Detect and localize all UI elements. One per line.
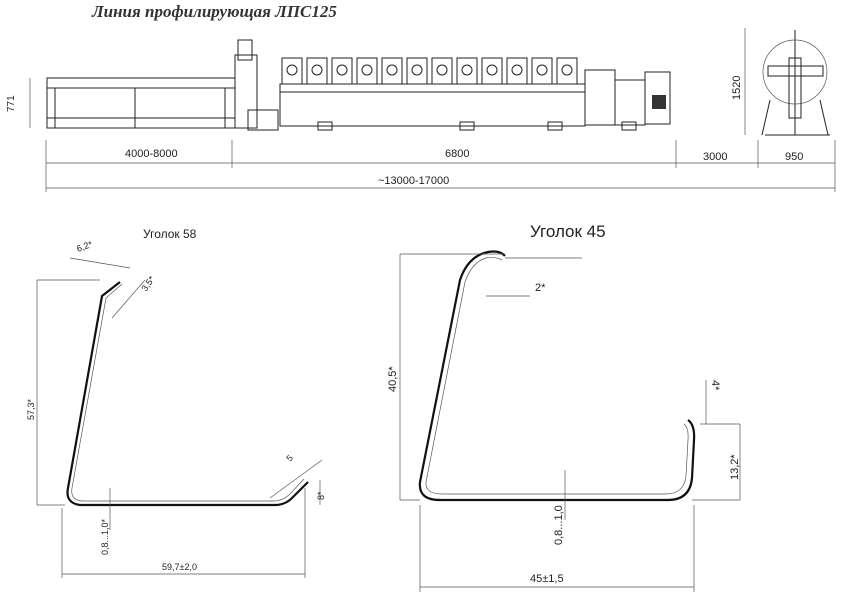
forming-stand <box>406 57 428 85</box>
dim-decoiler: 950 <box>785 151 803 163</box>
ugolok45-dim-132: 13,2* <box>729 454 741 480</box>
ugolok45-dim-thickness: 0,8...1,0 <box>553 505 565 545</box>
forming-stand <box>556 57 578 85</box>
dim-total-length: ~13000-17000 <box>378 175 449 187</box>
forming-stand <box>506 57 528 85</box>
ugolok45-dim-width: 45±1,5 <box>530 573 564 585</box>
ugolok45-dim-height: 40,5* <box>387 366 399 392</box>
ugolok58-profile <box>66 281 309 507</box>
ugolok58-dim-35: 3,5* <box>139 274 157 293</box>
dim-main-length: 6800 <box>445 148 469 160</box>
forming-stand <box>531 57 553 85</box>
forming-roll <box>536 64 548 76</box>
forming-stand <box>306 57 328 85</box>
dim-height-left: 771 <box>6 95 17 112</box>
forming-roll <box>486 64 498 76</box>
forming-roll <box>311 64 323 76</box>
forming-stand <box>281 57 303 85</box>
dim-gap: 3000 <box>703 151 727 163</box>
line-title: Линия профилирующая ЛПС125 <box>91 2 337 21</box>
forming-stand <box>431 57 453 85</box>
forming-stand <box>381 57 403 85</box>
ugolok58-dim-width: 59,7±2,0 <box>162 562 197 572</box>
profile-ugolok-58: Уголок 58 57,3* 6,2* 3,5* 5 8* 0,8...1,0… <box>26 227 326 578</box>
ugolok45-title: Уголок 45 <box>530 222 606 241</box>
production-line-drawing <box>46 30 830 136</box>
forming-stand <box>356 57 378 85</box>
ugolok45-dim-4: 4* <box>709 380 721 391</box>
forming-roll <box>286 64 298 76</box>
ugolok58-dim-thickness: 0,8...1,0* <box>100 518 110 555</box>
forming-roll <box>436 64 448 76</box>
ugolok58-dim-62: 6,2* <box>75 239 94 254</box>
forming-roll <box>361 64 373 76</box>
forming-roll <box>386 64 398 76</box>
forming-roll <box>461 64 473 76</box>
forming-roll <box>336 64 348 76</box>
ugolok58-dim-height: 57,3* <box>26 398 36 420</box>
ugolok45-profile <box>418 250 696 502</box>
ugolok58-dim-8: 8* <box>316 491 326 500</box>
dim-height-right: 1520 <box>731 76 743 100</box>
forming-roll <box>411 64 423 76</box>
dim-feed-length: 4000-8000 <box>125 148 178 160</box>
forming-stand <box>331 57 353 85</box>
line-dimensions: 771 1520 4000-8000 6800 3000 950 ~13000-… <box>6 28 836 192</box>
ugolok58-title: Уголок 58 <box>143 227 197 241</box>
forming-roll <box>511 64 523 76</box>
forming-stand <box>456 57 478 85</box>
ugolok58-dim-5: 5 <box>284 453 295 464</box>
profile-ugolok-45: Уголок 45 40,5* 2* 13,2* 4* 0,8...1,0 45… <box>387 222 741 592</box>
ugolok45-dim-2: 2* <box>535 282 546 294</box>
forming-stand <box>481 57 503 85</box>
forming-roll <box>561 64 573 76</box>
